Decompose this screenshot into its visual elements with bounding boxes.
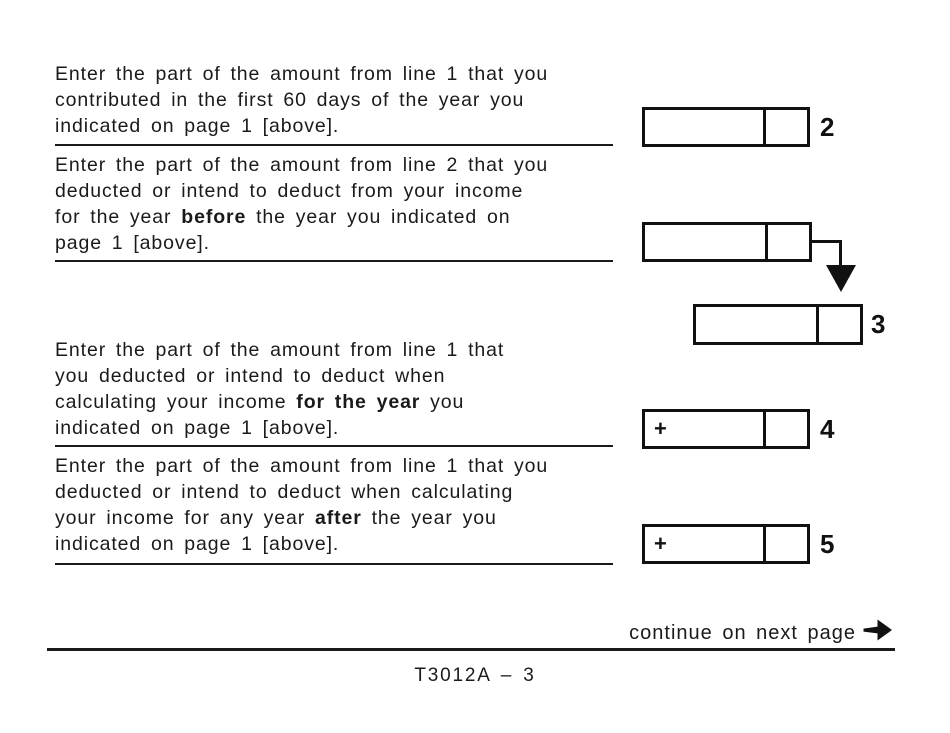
instruction-line4-bold: for the year <box>296 391 421 413</box>
plus-sign: + <box>654 416 667 441</box>
instruction-line4-text-end: you indicated on page 1 [above]. <box>55 391 465 439</box>
footer-divider <box>47 648 895 651</box>
instruction-line3-text-end: the year you indicated on page 1 [above]… <box>55 206 511 254</box>
line-number-3: 3 <box>871 309 886 339</box>
instruction-line5-text-end: the year you indicated on page 1 [above]… <box>55 507 497 555</box>
amount-box-line3-cents-cell[interactable] <box>819 307 860 342</box>
line-number-5: 5 <box>820 528 835 559</box>
instruction-line2-text: Enter the part of the amount from line 1… <box>55 63 549 137</box>
instruction-line2: Enter the part of the amount from line 1… <box>55 61 655 139</box>
amount-box-line5-dollars-cell[interactable]: + <box>645 527 766 561</box>
instruction-line5-bold: after <box>315 507 362 529</box>
instruction-line5-text: Enter the part of the amount from line 1… <box>55 455 549 529</box>
instruction-line4-text: Enter the part of the amount from line 1… <box>55 339 505 413</box>
instruction-line3-text: Enter the part of the amount from line 2… <box>55 154 549 228</box>
right-arrow-icon <box>863 618 893 648</box>
amount-box-line2-cents-cell[interactable] <box>766 110 807 144</box>
form-id-page-number: T3012A – 3 <box>414 665 536 686</box>
continue-on-next-page: continue on next page <box>629 618 893 648</box>
divider-under-line3-instruction <box>55 260 613 262</box>
divider-under-line5 <box>55 563 613 565</box>
carry-connector-vertical <box>839 240 842 267</box>
amount-box-line4-dollars-cell[interactable]: + <box>645 412 766 446</box>
continue-label: continue on next page <box>629 621 856 644</box>
instruction-line5: Enter the part of the amount from line 1… <box>55 453 655 557</box>
amount-box-line5-cents-cell[interactable] <box>766 527 807 561</box>
amount-box-line3-dollars-cell[interactable] <box>696 307 819 342</box>
instruction-line4: Enter the part of the amount from line 1… <box>55 337 655 441</box>
divider-under-line4 <box>55 445 613 447</box>
amount-box-line5[interactable]: + <box>642 524 810 564</box>
plus-sign: + <box>654 531 667 556</box>
amount-box-carry[interactable] <box>642 222 812 262</box>
amount-box-line4[interactable]: + <box>642 409 810 449</box>
amount-box-line3[interactable] <box>693 304 863 345</box>
amount-box-line2-dollars-cell[interactable] <box>645 110 766 144</box>
divider-under-line2 <box>55 144 613 146</box>
amount-box-carry-cents-cell[interactable] <box>768 225 809 259</box>
amount-box-line4-cents-cell[interactable] <box>766 412 807 446</box>
instruction-line3-bold: before <box>181 206 247 228</box>
amount-box-carry-dollars-cell[interactable] <box>645 225 768 259</box>
carry-connector-horizontal <box>812 240 842 243</box>
amount-box-line2[interactable] <box>642 107 810 147</box>
instruction-line3: Enter the part of the amount from line 2… <box>55 152 655 256</box>
carry-down-arrow-icon <box>826 265 856 292</box>
line-number-2: 2 <box>820 111 835 142</box>
line-number-4: 4 <box>820 413 835 444</box>
